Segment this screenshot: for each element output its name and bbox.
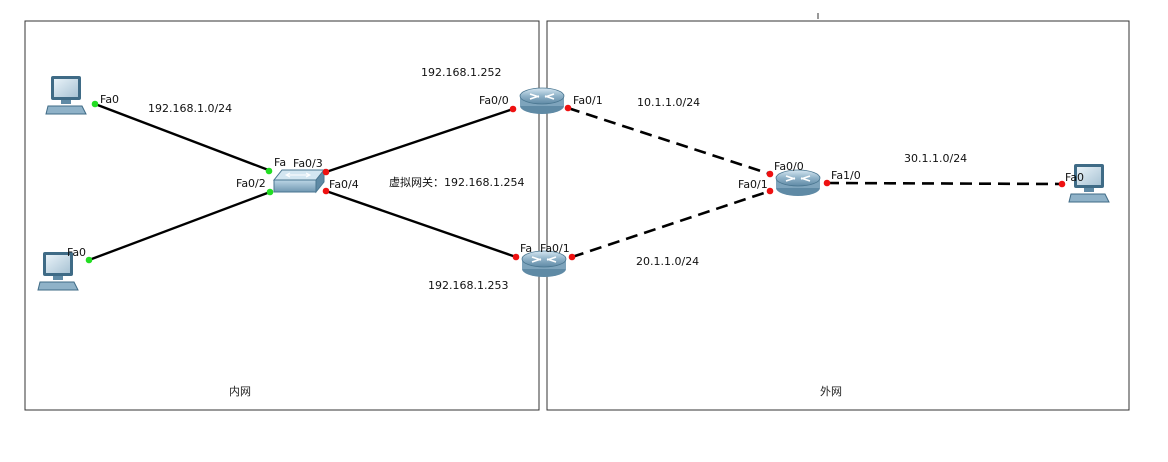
pc2-icon[interactable]	[37, 252, 79, 291]
router3-icon[interactable]	[775, 169, 821, 196]
port-status-dot	[85, 256, 93, 264]
router3-port-label-pc3: Fa1/0	[831, 169, 861, 182]
port-status-dot	[766, 187, 774, 195]
port-status-dot	[509, 105, 517, 113]
pc1-icon[interactable]	[45, 76, 87, 115]
port-status-dot	[568, 253, 576, 261]
router1-wan-port-label: Fa0/1	[573, 94, 603, 107]
switch-icon[interactable]	[272, 168, 326, 194]
router1-lan-port-label: Fa0/0	[479, 94, 509, 107]
router2-lan-port-label: Fa	[520, 242, 532, 255]
link-router2-router3[interactable]	[571, 189, 771, 259]
link-pc1-switch[interactable]	[94, 102, 272, 173]
network-label-r2-r3: 20.1.1.0/24	[636, 255, 699, 268]
inner-network-label: 内网	[229, 384, 251, 398]
pc3-port-label: Fa0	[1065, 171, 1084, 184]
link-pc2-switch[interactable]	[88, 190, 271, 262]
switch-port-label-pc2: Fa0/2	[236, 177, 266, 190]
router3-port-label-r2: Fa0/1	[738, 178, 768, 191]
router3-port-label-r1: Fa0/0	[774, 160, 804, 173]
network-label-r1-r3: 10.1.1.0/24	[637, 96, 700, 109]
router2-icon[interactable]	[521, 250, 567, 277]
router1-icon[interactable]	[519, 87, 565, 114]
router2-wan-port-label: Fa0/1	[540, 242, 570, 255]
port-status-dot	[265, 167, 273, 175]
switch-port-label-r1: Fa0/3	[293, 157, 323, 170]
outer-network-label: 外网	[820, 385, 842, 398]
switch-port-label-r2: Fa0/4	[329, 178, 359, 191]
outer-network-frame	[546, 20, 1130, 411]
virtual-gateway-label: 虚拟网关：192.168.1.254	[389, 175, 524, 189]
link-switch-router2[interactable]	[325, 189, 517, 259]
switch-port-label-pc1: Fa	[274, 156, 286, 169]
network-label-r3-pc3: 30.1.1.0/24	[904, 152, 967, 165]
pc2-port-label: Fa0	[67, 246, 86, 259]
port-status-dot	[266, 188, 274, 196]
port-status-dot	[564, 104, 572, 112]
link-router1-router3[interactable]	[567, 106, 771, 176]
link-router3-pc3[interactable]	[826, 181, 1063, 186]
router2-ip-label: 192.168.1.253	[428, 279, 508, 292]
pc1-port-label: Fa0	[100, 93, 119, 106]
port-status-dot	[322, 168, 330, 176]
link-switch-router1[interactable]	[325, 107, 514, 174]
port-status-dot	[766, 170, 774, 178]
port-status-dot	[823, 179, 831, 187]
inner-network-frame	[24, 20, 540, 411]
router1-ip-label: 192.168.1.252	[421, 66, 501, 79]
network-label-lan: 192.168.1.0/24	[148, 102, 232, 115]
port-status-dot	[91, 100, 99, 108]
port-status-dot	[322, 187, 330, 195]
port-status-dot	[512, 253, 520, 261]
port-status-dot	[1058, 180, 1066, 188]
pc3-icon[interactable]	[1068, 164, 1110, 203]
